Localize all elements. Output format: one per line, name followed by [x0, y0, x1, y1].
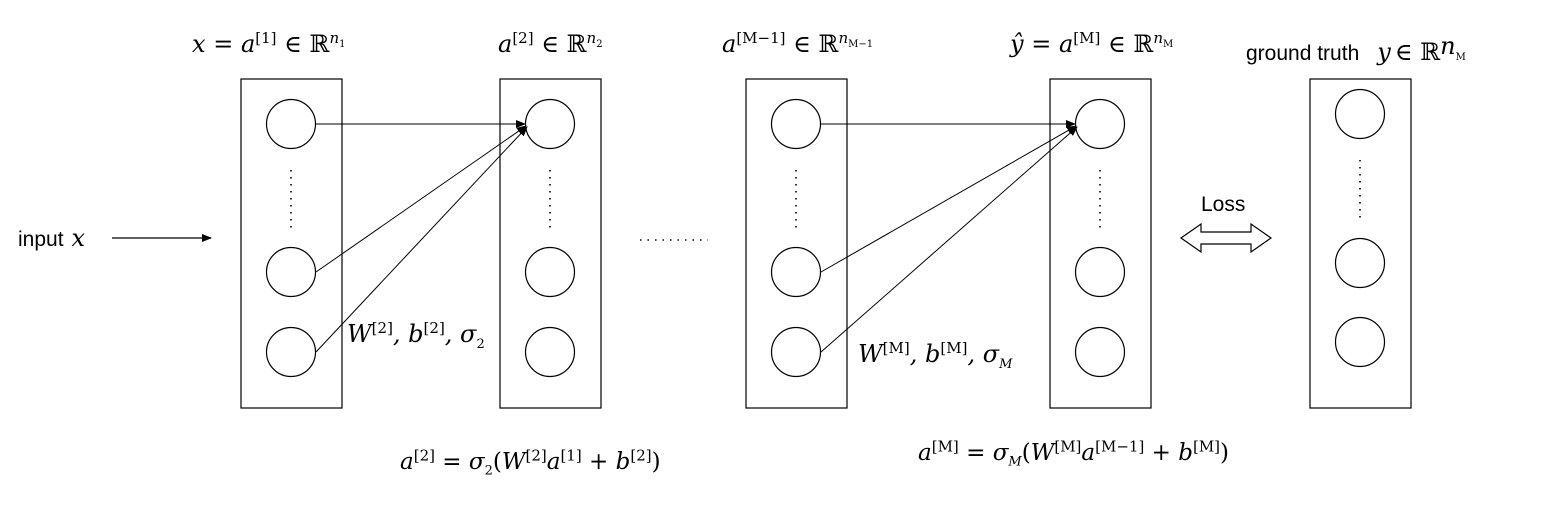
edge-1-mid: [315, 125, 527, 273]
eq-left-ain-sup: [1]: [560, 446, 582, 465]
layer-1-neuron-top: [265, 98, 317, 150]
edge-m-bottom: [820, 126, 1078, 353]
ground-truth-dim: n: [1440, 31, 1456, 60]
layer-m-sym: a: [1058, 30, 1074, 58]
eq-right-W-sup: [M]: [1054, 437, 1082, 456]
layer-1-dim-sub: 1: [339, 39, 346, 50]
layer-2-dim: n: [586, 29, 597, 47]
weights-left-label: W[2], b[2], σ2: [347, 319, 485, 352]
loss-double-arrow: [1179, 222, 1273, 254]
input-word: input: [18, 228, 64, 251]
layer-m-label: ŷ = a[M] ∈ ℝnM: [1010, 29, 1174, 58]
layer-m1-label: a[M−1] ∈ ℝnM−1: [722, 29, 874, 58]
layer-1-neuron-mid: [265, 246, 317, 298]
layer-2-label: a[2] ∈ ℝn2: [498, 29, 603, 58]
layer-m-neuron-top: [1074, 98, 1126, 150]
layer-1-sym: a: [240, 30, 256, 58]
layer-2-neuron-mid: [524, 246, 576, 298]
layer-2-dim-sub: 2: [596, 39, 603, 50]
ground-truth-neuron-mid: [1334, 237, 1386, 289]
eq-left-sigma-sub: 2: [484, 463, 493, 479]
layer-2-box: [499, 78, 602, 409]
layer-m1-neuron-mid: [770, 246, 822, 298]
weights-left-sigma-sub: 2: [476, 336, 485, 352]
equation-right: a[M] = σM(W[M]a[M−1] + b[M]): [918, 437, 1230, 470]
edge-m-mid: [820, 125, 1077, 273]
layer-1-lhs: x: [192, 30, 206, 58]
edge-1-bottom: [315, 126, 528, 353]
weights-right-b-sup: [M]: [940, 339, 968, 357]
ground-truth-var: y: [1377, 38, 1391, 66]
eq-left-b-sup: [2]: [630, 446, 652, 465]
ground-truth-dim-sub: M: [1455, 51, 1466, 63]
weights-right-label: W[M], b[M], σM: [858, 339, 1013, 372]
layer-m1-neuron-bottom: [770, 326, 822, 378]
layer-m-sup: [M]: [1073, 29, 1101, 47]
layer-m1-sym: a: [722, 30, 737, 58]
layer-m-dim: n: [1153, 29, 1163, 47]
equation-left: a[2] = σ2(W[2]a[1] + b[2]): [400, 446, 661, 479]
layer-1-dim: n: [329, 29, 340, 47]
weights-left-W-sup: [2]: [371, 319, 393, 337]
layer-1-sup: [1]: [255, 29, 277, 47]
eq-right-ain-sup: [M−1]: [1095, 437, 1145, 456]
layer-m-neuron-bottom: [1074, 326, 1126, 378]
weights-right-W-sup: [M]: [882, 339, 910, 357]
layer-m1-neuron-top: [770, 98, 822, 150]
layer-m1-sup: [M−1]: [736, 29, 786, 47]
layer-m1-dim-sub: M−1: [848, 39, 874, 50]
loss-label: Loss: [1201, 193, 1246, 216]
ground-truth-neuron-bottom: [1334, 316, 1386, 368]
layer-m1-dim: n: [838, 29, 849, 47]
ground-truth-word: ground truth: [1246, 42, 1360, 65]
eq-left-a-sup: [2]: [413, 446, 435, 465]
layer-m1-box: [745, 78, 848, 409]
layer-2-sym: a: [498, 30, 513, 58]
ground-truth-label: ground truth y ∈ ℝnM: [1246, 31, 1466, 66]
eq-right-b-sup: [M]: [1192, 437, 1221, 456]
layer-m-box: [1049, 78, 1152, 409]
layer-1-label: x = a[1] ∈ ℝn1: [192, 29, 346, 58]
layer-2-neuron-bottom: [524, 326, 576, 378]
layer-m-lhs: ŷ: [1010, 30, 1024, 58]
layer-2-neuron-top: [524, 98, 576, 150]
input-label: input x: [18, 224, 85, 252]
ground-truth-box: [1309, 78, 1412, 409]
weights-right-sigma-sub: M: [999, 356, 1013, 372]
layer-m-dim-sub: M: [1163, 39, 1174, 50]
layer-m-neuron-mid: [1074, 246, 1126, 298]
weights-left-b-sup: [2]: [423, 319, 445, 337]
eq-right-sigma-sub: M: [1008, 454, 1022, 470]
input-var: x: [71, 224, 86, 252]
layer-2-sup: [2]: [512, 29, 534, 47]
layer-1-box: [240, 78, 343, 409]
eq-left-W-sup: [2]: [525, 446, 547, 465]
layer-1-neuron-bottom: [265, 326, 317, 378]
eq-right-a-sup: [M]: [931, 437, 959, 456]
ground-truth-neuron-top: [1334, 88, 1386, 140]
